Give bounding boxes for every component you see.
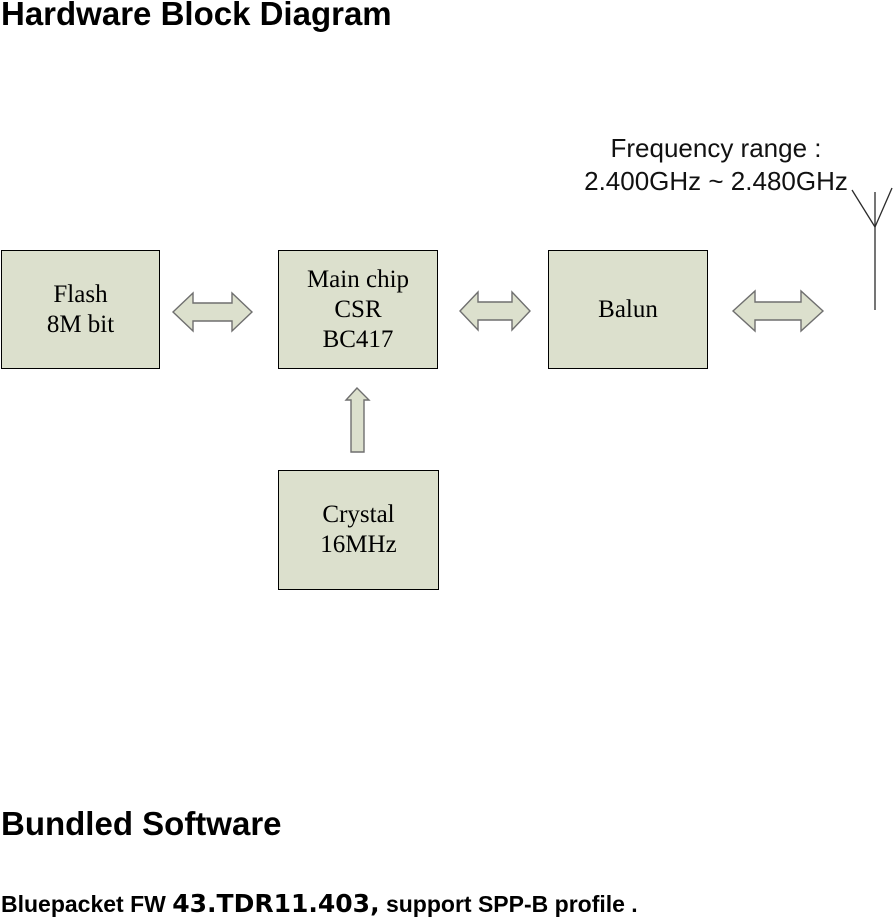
- block-crystal: Crystal 16MHz: [278, 470, 439, 590]
- block-balun: Balun: [548, 250, 708, 369]
- arrow-crystal-mainchip: [344, 386, 371, 453]
- bundled-software-text-suffix: support SPP-B profile .: [379, 891, 638, 917]
- block-flash: Flash 8M bit: [1, 250, 160, 369]
- block-main-chip-line1: Main chip: [306, 265, 410, 293]
- bundled-software-text-prefix: Bluepacket FW: [1, 891, 173, 917]
- frequency-range-line1: Frequency range :: [610, 133, 822, 163]
- section-title-bundled-software: Bundled Software: [1, 805, 282, 842]
- firmware-version: 43.TDR11.403,: [172, 889, 380, 918]
- bundled-software-text: Bluepacket FW 43.TDR11.403, support SPP-…: [1, 889, 638, 919]
- block-crystal-line2: 16MHz: [320, 531, 397, 558]
- arrow-balun-antenna: [731, 289, 825, 333]
- arrow-mainchip-balun: [459, 290, 531, 332]
- block-crystal-line1: Crystal: [322, 501, 395, 528]
- page-title: Hardware Block Diagram: [1, 0, 392, 32]
- block-main-chip: Main chip CSR BC417: [278, 250, 438, 369]
- block-main-chip-line2: CSR: [334, 295, 382, 323]
- antenna-icon: [851, 187, 893, 310]
- frequency-range-line2: 2.400GHz ~ 2.480GHz: [584, 166, 848, 196]
- block-flash-line2: 8M bit: [46, 310, 115, 338]
- frequency-range-note: Frequency range : 2.400GHz ~ 2.480GHz: [570, 132, 862, 198]
- block-main-chip-line3: BC417: [322, 325, 394, 353]
- arrow-flash-mainchip: [171, 291, 254, 333]
- block-flash-line1: Flash: [53, 280, 108, 308]
- block-balun-line1: Balun: [598, 295, 658, 323]
